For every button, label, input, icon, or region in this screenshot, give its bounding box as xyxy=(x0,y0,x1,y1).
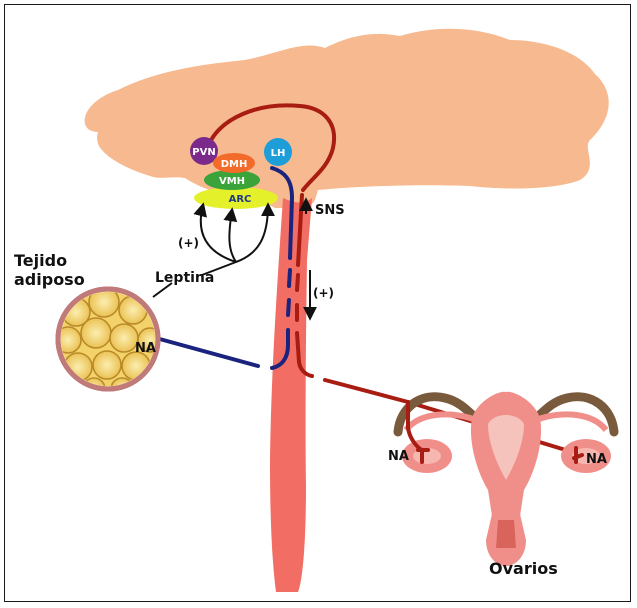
adipose-pathway-dashes xyxy=(288,270,290,345)
na-adipose-label: NA xyxy=(135,341,156,356)
plus-right-label: (+) xyxy=(313,286,334,300)
nucleus-dmh: DMH xyxy=(213,153,255,173)
tejido-label-line1: Tejido xyxy=(14,251,67,270)
tejido-label-line2: adiposo xyxy=(14,270,85,289)
na-left-ovary-label: NA xyxy=(388,449,409,464)
adipose-pathway-lower xyxy=(156,338,258,366)
na-right-ovary-label: NA xyxy=(586,452,607,467)
nucleus-vmh: VMH xyxy=(204,170,260,190)
svg-text:PVN: PVN xyxy=(192,147,215,158)
uterus-ovaries-illustration xyxy=(398,392,614,566)
svg-text:DMH: DMH xyxy=(221,159,248,170)
nucleus-lh: LH xyxy=(264,138,292,166)
svg-text:LH: LH xyxy=(271,148,286,159)
sns-label: SNS xyxy=(315,203,345,218)
plus-left-label: (+) xyxy=(178,236,199,250)
svg-text:ARC: ARC xyxy=(229,194,252,205)
svg-text:VMH: VMH xyxy=(219,176,245,187)
nucleus-arc: ARC xyxy=(194,187,278,209)
ovarios-label: Ovarios xyxy=(489,559,558,578)
leptina-label: Leptina xyxy=(155,270,214,286)
brain-illustration xyxy=(85,29,609,208)
ovary-pathway-left xyxy=(325,380,408,402)
